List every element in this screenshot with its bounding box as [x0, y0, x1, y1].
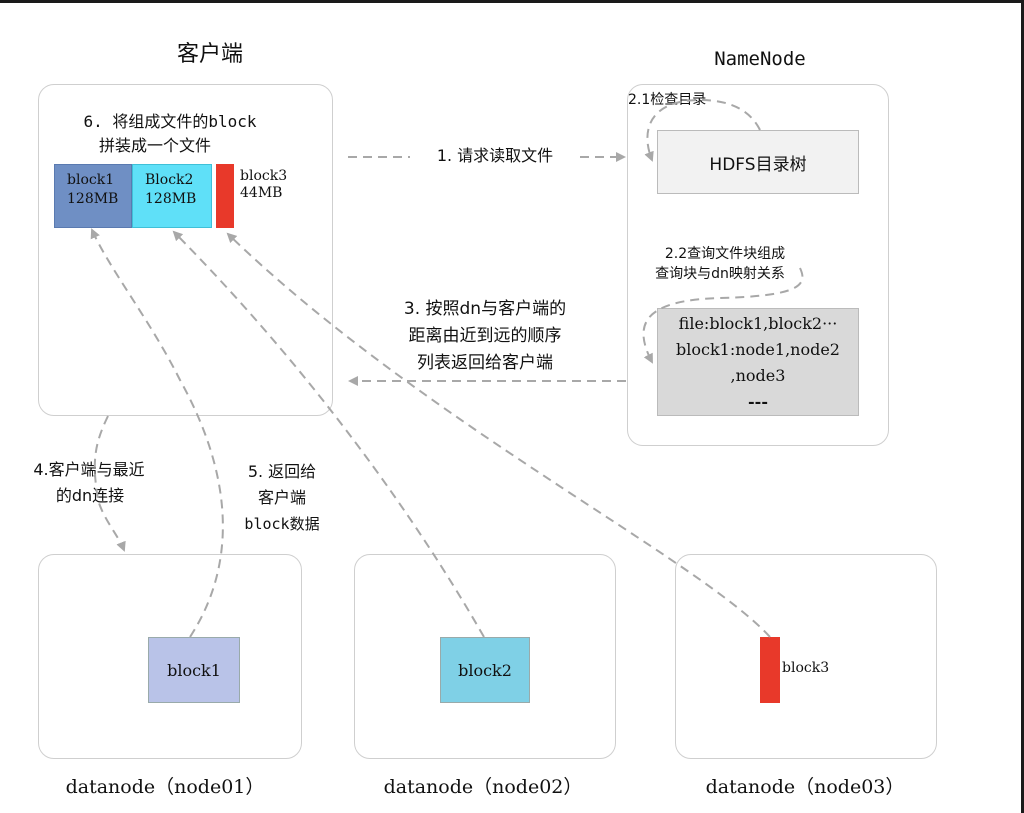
mapping-line3: ,node3: [730, 366, 786, 385]
query-mapping-arrow: [642, 267, 804, 364]
client-block1-name: block1: [67, 172, 115, 188]
step4-arrow: [93, 415, 126, 552]
step3-line1: 3. 按照dn与客户端的: [403, 299, 567, 319]
datanode1-block-label: block1: [167, 660, 221, 680]
client-block2-name: Block2: [145, 172, 194, 188]
step5-line3: block数据: [244, 515, 320, 533]
step4-line1: 4.客户端与最近: [33, 460, 145, 479]
mapping-box: file:block1,block2··· block1:node1,node2…: [657, 308, 859, 416]
client-block2: Block2 128MB: [132, 164, 212, 228]
datanode3-block-label: block3: [782, 660, 830, 676]
datanode3-block: [760, 637, 780, 703]
step3-line2: 距离由近到远的顺序: [408, 326, 562, 346]
query-line2: 查询块与dn映射关系: [655, 266, 785, 282]
namenode-title: NameNode: [714, 48, 806, 70]
step5-arrow-block3: [226, 232, 771, 638]
mapping-line4: ---: [748, 392, 768, 411]
datanode3-label: datanode（node03）: [705, 776, 905, 798]
client-block3: [216, 164, 234, 228]
query-line1: 2.2查询文件块组成: [664, 246, 786, 262]
step3-line3: 列表返回给客户端: [417, 353, 553, 373]
client-block1-size: 128MB: [67, 191, 119, 207]
mapping-line2: block1:node1,node2: [676, 340, 840, 359]
datanode3-box: [675, 554, 937, 759]
datanode2-block-label: block2: [458, 660, 512, 680]
top-border: [0, 0, 1024, 3]
client-note-line1: 6. 将组成文件的block: [83, 112, 257, 131]
client-block2-size: 128MB: [145, 191, 197, 207]
datanode1-label: datanode（node01）: [65, 776, 265, 798]
check-directory-arrow: [644, 98, 761, 162]
client-note-line2: 拼装成一个文件: [98, 136, 211, 155]
client-block3-size: 44MB: [240, 185, 283, 201]
datanode1-block: block1: [148, 637, 240, 703]
hdfs-tree-box: HDFS目录树: [657, 130, 859, 194]
client-box: [38, 84, 333, 416]
client-title: 客户端: [176, 42, 243, 67]
step5-arrow-block1: [90, 228, 224, 638]
client-block3-name: block3: [240, 168, 288, 184]
step5-arrow-block2: [172, 230, 485, 638]
right-border: [1021, 0, 1024, 813]
datanode2-block: block2: [440, 637, 530, 703]
mapping-line1: file:block1,block2···: [678, 314, 838, 333]
check-directory-label: 2.1检查目录: [628, 92, 707, 108]
step4-line2: 的dn连接: [55, 486, 125, 505]
client-block3-label: block3 44MB: [230, 168, 287, 202]
step5-line1: 5. 返回给: [247, 462, 317, 481]
step5-line2: 客户端: [257, 488, 306, 507]
datanode2-label: datanode（node02）: [383, 776, 583, 798]
hdfs-tree-label: HDFS目录树: [709, 154, 807, 175]
step1-label: 1. 请求读取文件: [410, 144, 580, 168]
client-block1: block1 128MB: [54, 164, 132, 228]
